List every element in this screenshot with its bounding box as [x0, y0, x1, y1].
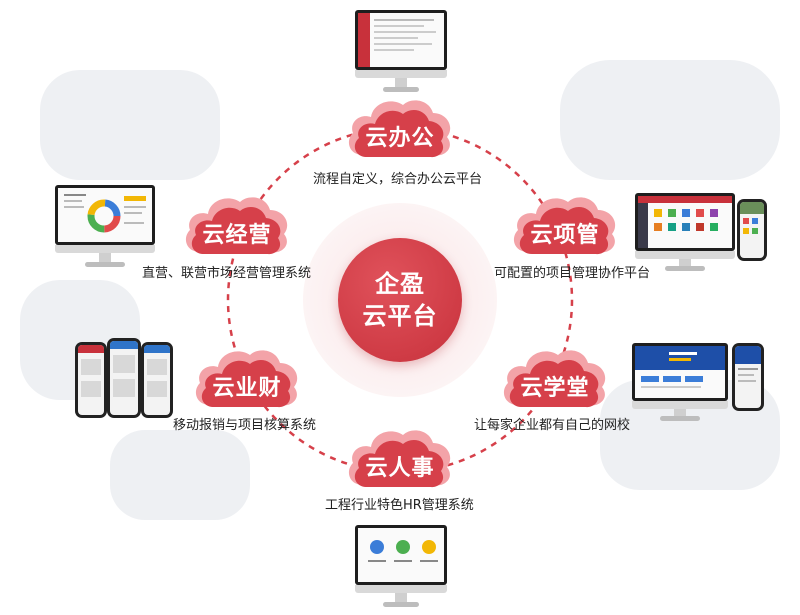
cloud-icon: [348, 100, 451, 158]
desc-business: 直营、联营市场经营管理系统: [142, 266, 312, 281]
monitor-frame: [635, 193, 735, 259]
monitor-hr-screenshot: [355, 525, 447, 611]
cloud-finance-label: 云业财: [212, 376, 282, 401]
desc-project: 可配置的项目管理协作平台: [494, 266, 651, 281]
cloud-office: 云办公: [345, 95, 455, 159]
cloud-icon: [348, 430, 451, 488]
cloud-project-label: 云项管: [530, 223, 600, 248]
cloud-icon: [513, 197, 616, 255]
cloud-hr: 云人事: [345, 425, 455, 489]
cloud-hr-label: 云人事: [365, 456, 435, 481]
phone-frame: [107, 338, 141, 418]
monitor-office-screenshot: [355, 10, 447, 94]
center-title-line1: 企盈: [375, 270, 425, 298]
monitor-school-screenshot: [632, 343, 767, 423]
cloud-finance: 云业财: [192, 345, 302, 409]
desc-hr: 工程行业特色HR管理系统: [325, 498, 474, 513]
monitor-business-screenshot: [55, 185, 155, 269]
monitor-frame: [632, 343, 728, 409]
donut-chart-icon: [64, 194, 146, 233]
cloud-icon: [195, 350, 298, 408]
monitor-frame: [55, 185, 155, 253]
phone-frame: [75, 342, 107, 418]
cloud-icon: [503, 350, 606, 408]
phone-frame: [732, 343, 764, 411]
cloud-school: 云学堂: [500, 345, 610, 409]
monitor-project-screenshot: [635, 193, 770, 273]
cloud-project: 云项管: [510, 192, 620, 256]
cloud-school-label: 云学堂: [520, 376, 590, 401]
desc-finance: 移动报销与项目核算系统: [173, 418, 317, 433]
cloud-business-label: 云经营: [202, 223, 272, 248]
desc-school: 让每家企业都有自己的网校: [474, 418, 631, 433]
center-circle: 企盈 云平台: [338, 238, 462, 362]
cloud-business: 云经营: [182, 192, 292, 256]
center-title-line2: 云平台: [362, 302, 438, 330]
phones-finance-screenshot: [75, 338, 175, 420]
cloud-icon: [185, 197, 288, 255]
phone-frame: [141, 342, 173, 418]
monitor-frame: [355, 10, 447, 78]
monitor-frame: [355, 525, 447, 593]
desc-office: 流程自定义，综合办公云平台: [313, 172, 483, 187]
phone-frame: [737, 199, 767, 261]
cloud-office-label: 云办公: [365, 126, 435, 151]
